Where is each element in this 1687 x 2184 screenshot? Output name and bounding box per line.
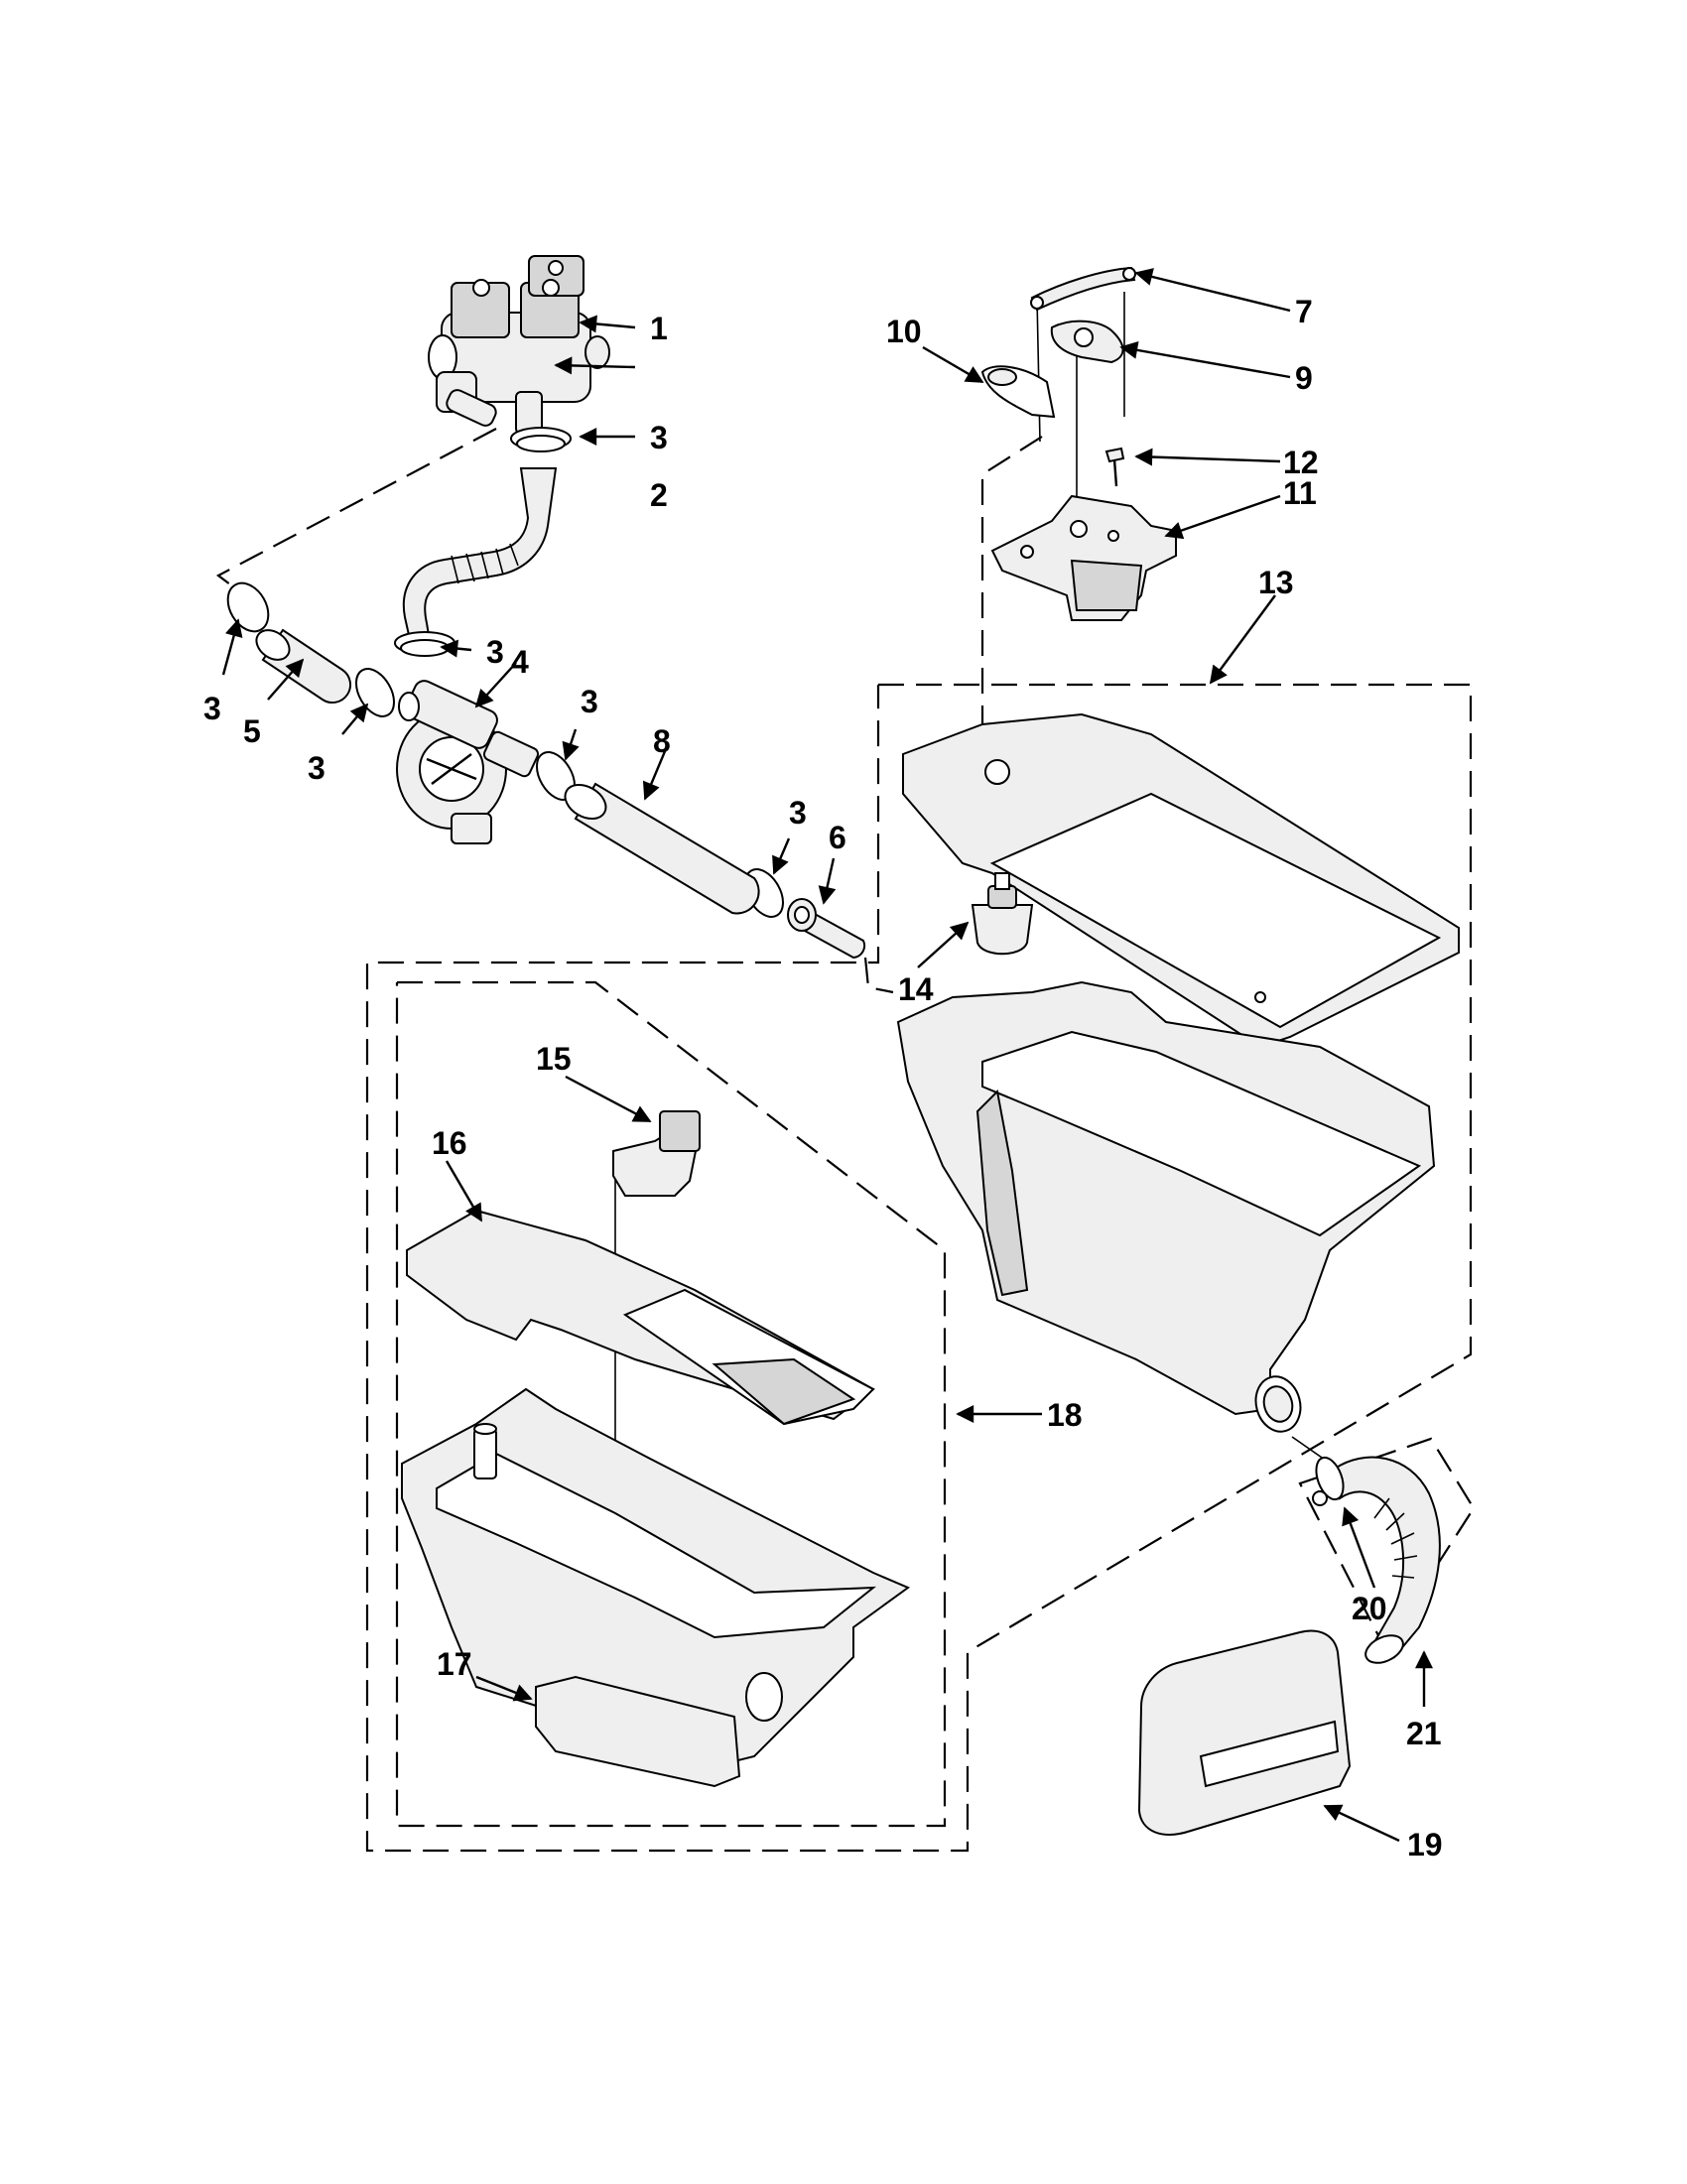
callout-3-right: 3: [789, 795, 807, 831]
screw-part-11: [1104, 447, 1125, 487]
insert-part-15: [612, 1110, 702, 1197]
callout-15: 15: [536, 1041, 572, 1077]
callout-20: 20: [1352, 1591, 1387, 1626]
hose-part-14: [564, 782, 760, 915]
valve-part-4: [396, 680, 540, 844]
callout-14: 8: [653, 723, 671, 759]
group-boundary-hose: [1298, 1437, 1476, 1650]
water-valve-part-1: [428, 255, 610, 435]
handle-part-17: [535, 1675, 741, 1788]
link-part-7: [1030, 266, 1136, 312]
drawer-cover-part-16: [406, 1209, 875, 1426]
callout-7: 7: [1295, 294, 1313, 329]
clamp-part-20: [1312, 1456, 1345, 1506]
callout-6: 6: [829, 820, 846, 855]
gasket-part-9: [980, 365, 1056, 419]
drawer-tray: [401, 1387, 911, 1763]
callout-13: 14: [898, 971, 934, 1007]
callout-4: 4: [511, 644, 529, 680]
hose-part-21: [1333, 1456, 1441, 1664]
callout-5: 5: [243, 713, 261, 749]
leader-arrows: [221, 268, 1433, 1843]
callout-16: 16: [432, 1125, 467, 1161]
callout-9: 10: [886, 314, 922, 349]
callout-3-lower-left: 3: [308, 750, 325, 786]
drawer-front-part-19: [1137, 1629, 1352, 1836]
group-boundary-18: [395, 980, 947, 1828]
callout-10: 11: [1283, 475, 1317, 511]
clamp-part-3-d: [355, 668, 395, 717]
callout-3-center: 3: [581, 684, 598, 719]
callout-19: 19: [1407, 1827, 1443, 1863]
housing-tub-part-12: [896, 980, 1436, 1433]
clamp-part-3-b: [394, 631, 455, 657]
callout-11: 12: [1283, 445, 1319, 480]
clamp-part-3-a: [510, 427, 572, 452]
callout-8: 9: [1295, 360, 1313, 396]
tube-part-6: [787, 898, 866, 960]
callout-3-mid: 3: [486, 634, 504, 670]
group-boundary-12: [365, 683, 1473, 1853]
hose-part-5: [255, 628, 351, 705]
callout-labels: 1 3 2 3 3 5 3 4 3 8 3 6 7 9 10 12 11 13 …: [203, 294, 1443, 1863]
inlet-hose-part-2: [402, 467, 558, 636]
switch-part-10: [990, 494, 1177, 621]
callout-12: 13: [1258, 565, 1294, 600]
callout-2: 2: [650, 477, 668, 513]
housing-cover-part-12: [902, 712, 1460, 1049]
callout-1: 1: [650, 311, 668, 346]
clamp-part-3-c: [226, 581, 270, 633]
cam-part-8: [1050, 320, 1124, 364]
callout-17: 17: [437, 1646, 472, 1682]
callout-18: 18: [1047, 1397, 1083, 1433]
callout-3-top: 3: [650, 420, 668, 455]
callout-3-left: 3: [203, 691, 221, 726]
callout-21: 21: [1406, 1716, 1442, 1751]
valve-part-13: [971, 872, 1034, 956]
